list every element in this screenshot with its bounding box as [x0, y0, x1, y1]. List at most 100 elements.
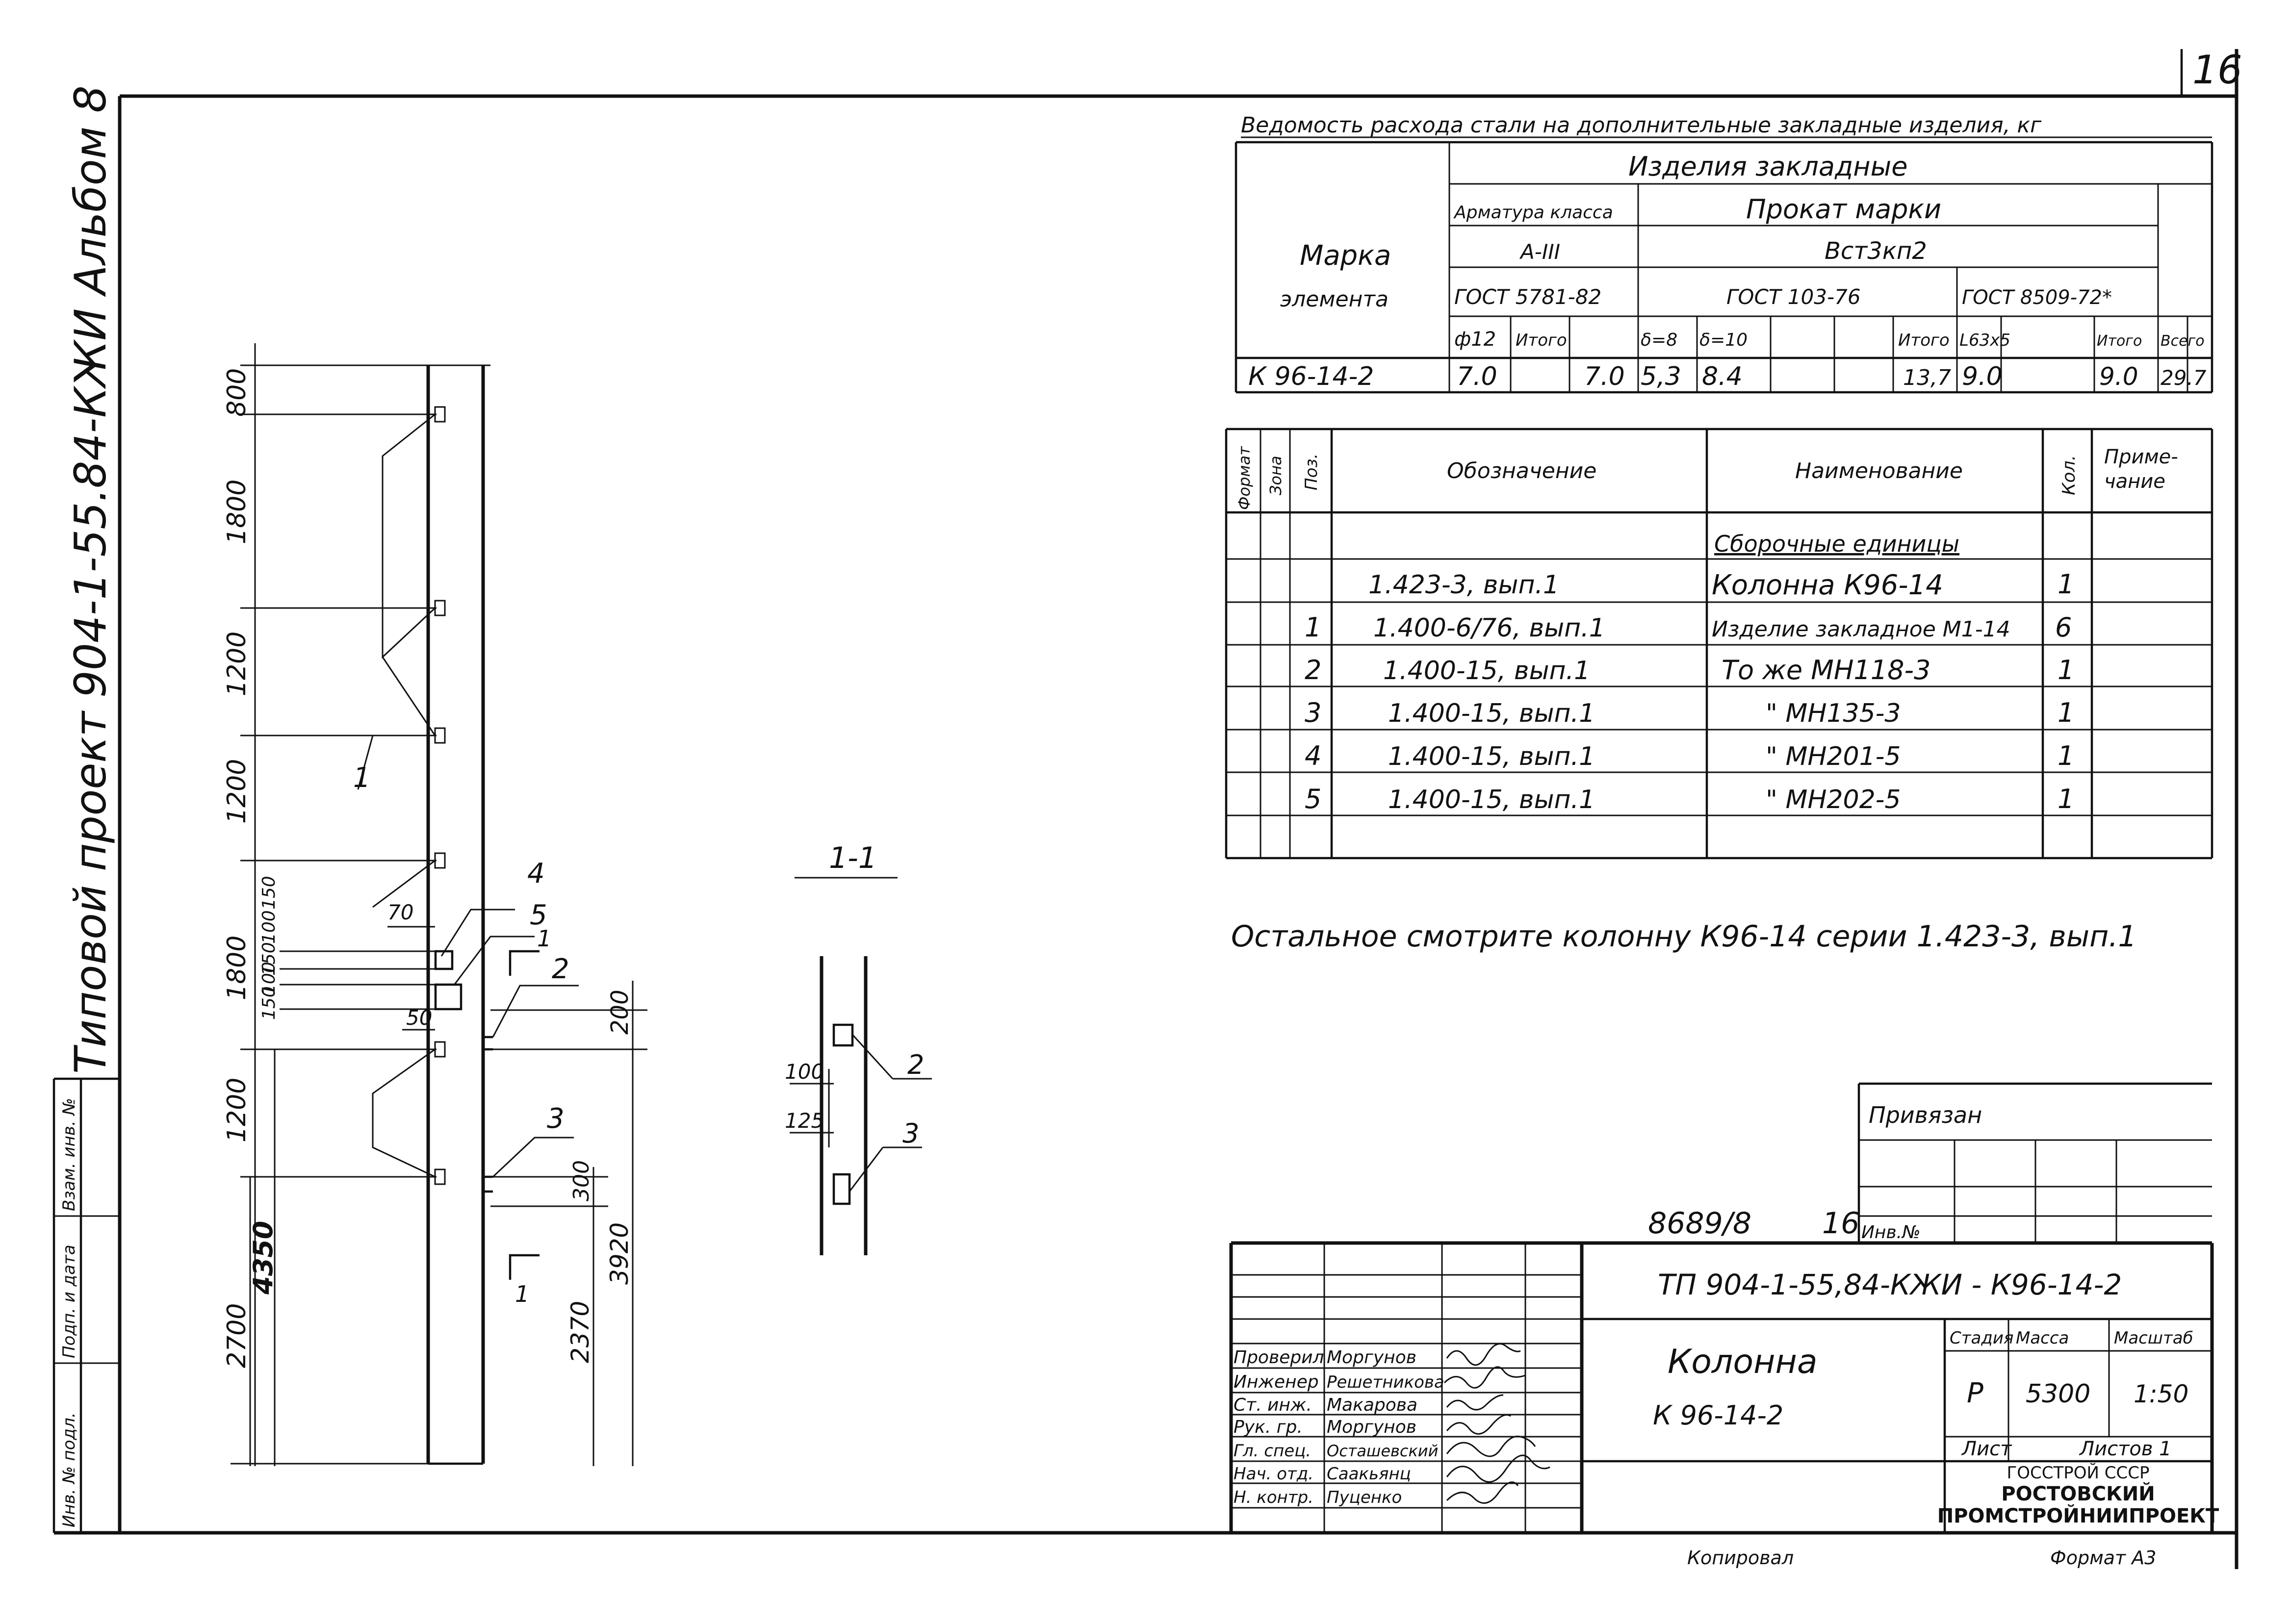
section-dim-100: 100 [785, 1060, 824, 1084]
h-note-2: чание [2104, 470, 2165, 493]
dim-1200-b: 1200 [222, 759, 252, 824]
privyazan-inv-label: Инв.№ [1861, 1222, 1921, 1243]
steel-table: Ведомость расхода стали на дополнительны… [1235, 113, 2213, 394]
doc-code: ТП 904-1-55,84-КЖИ - К96-14-2 [1658, 1268, 2122, 1301]
rebar-header: Арматура класса [1453, 203, 1613, 223]
side-stamp: Инв. № подл. Подп. и дата Взам. инв. № Т… [52, 85, 120, 1533]
section-dim-125: 125 [785, 1109, 824, 1133]
callout-5: 5 [530, 899, 547, 931]
privyazan-label: Привязан [1869, 1102, 1982, 1128]
row4-name: " МН201-5 [1766, 742, 1901, 771]
group-header: Изделия закладные [1628, 151, 1907, 182]
section-1-1: 1-1 2 3 100 125 [785, 841, 932, 1255]
row0-designation: 1.423-3, вып.1 [1368, 570, 1559, 600]
val-d8: 5,3 [1641, 362, 1681, 391]
h-format: Формат [1235, 446, 1254, 510]
title-block: Проверил Моргунов Инженер Решетникова Ст… [1229, 1241, 2219, 1533]
sig-name-1: Решетникова [1327, 1372, 1444, 1392]
rolled-grade: Вст3кп2 [1825, 237, 1927, 265]
dim-50: 50 [406, 1006, 432, 1030]
sig-role-6: Н. контр. [1234, 1488, 1313, 1507]
col-d12: ф12 [1454, 328, 1496, 351]
row4-pos: 4 [1305, 740, 1321, 771]
dim-1800-top: 1800 [222, 480, 252, 544]
col-d10: δ=10 [1699, 330, 1748, 350]
dim-70: 70 [387, 900, 413, 924]
row5-qty: 1 [2058, 784, 2074, 814]
row4-qty: 1 [2058, 740, 2074, 771]
sig-name-3: Моргунов [1327, 1417, 1416, 1437]
sign-col-label: Подп. и дата [59, 1244, 79, 1358]
steel-table-title: Ведомость расхода стали на дополнительны… [1241, 113, 2042, 138]
val-vsego: 29.7 [2161, 366, 2207, 390]
callout-4: 4 [527, 858, 545, 889]
rebar-gost: ГОСТ 5781-82 [1454, 285, 1601, 309]
sig-role-0: Проверил [1234, 1347, 1324, 1368]
section-mark-top: 1 [537, 925, 551, 952]
plate-mark [434, 950, 454, 970]
col-itogo-2: Итого [1898, 330, 1950, 350]
gost-8509: ГОСТ 8509-72* [1962, 286, 2112, 309]
gost-103: ГОСТ 103-76 [1726, 285, 1861, 309]
col-vsego: Всего [2161, 332, 2205, 350]
section-plate-2 [832, 1023, 854, 1047]
row-mark: К 96-14-2 [1248, 362, 1374, 391]
format-label: Формат А3 [2050, 1547, 2156, 1569]
row1-designation: 1.400-6/76, вып.1 [1373, 613, 1605, 643]
dim-1200-c: 1200 [222, 1078, 252, 1142]
dim-1800-bottom: 1800 [222, 936, 252, 1000]
col-d8: δ=8 [1641, 330, 1677, 350]
dim-800: 800 [222, 368, 252, 417]
dim-300: 300 [569, 1160, 594, 1201]
item-mark: К 96-14-2 [1653, 1400, 1783, 1431]
sig-role-1: Инженер [1234, 1372, 1319, 1392]
callout-2: 2 [552, 953, 569, 985]
row1-pos: 1 [1305, 612, 1321, 643]
stage-value: Р [1967, 1377, 1983, 1409]
sheet-label: Лист [1961, 1438, 2012, 1460]
section-mark-bottom: 1 [515, 1281, 529, 1307]
dim-100-b: 100 [259, 962, 279, 995]
row5-designation: 1.400-15, вып.1 [1388, 785, 1595, 814]
org-line-3: ПРОМСТРОЙНИИПРОЕКТ [1937, 1504, 2219, 1527]
section-callout-2: 2 [907, 1049, 924, 1080]
val-itogo2: 13,7 [1903, 365, 1951, 390]
sheet-number: 16 [2192, 47, 2242, 93]
section-callout-3: 3 [902, 1118, 919, 1149]
org-line-1: ГОССТРОЙ СССР [2007, 1463, 2150, 1483]
rebar-class: А-III [1519, 240, 1560, 264]
val-itogo3: 9.0 [2099, 362, 2138, 391]
col-itogo-1: Итого [1516, 330, 1567, 350]
row3-qty: 1 [2058, 697, 2074, 728]
row2-qty: 1 [2058, 655, 2074, 685]
section-assembly: Сборочные единицы [1714, 531, 1959, 557]
sig-role-3: Рук. гр. [1234, 1417, 1303, 1437]
val-itogo1: 7.0 [1584, 362, 1625, 391]
mark-header-1: Марка [1300, 240, 1391, 272]
dim-2700: 2700 [222, 1303, 252, 1368]
sheets-label: Листов 1 [2079, 1438, 2172, 1460]
dim-4350: 4350 [248, 1221, 279, 1295]
dim-150-b: 150 [259, 876, 279, 910]
mass-value: 5300 [2026, 1379, 2090, 1409]
mass-label: Масса [2016, 1328, 2069, 1348]
val-d12: 7.0 [1457, 362, 1497, 391]
col-itogo-3: Итого [2097, 332, 2142, 350]
h-zone: Зона [1266, 456, 1285, 495]
copied-by: Копировал [1687, 1547, 1794, 1569]
dim-150-a: 150 [259, 942, 279, 976]
row0-name: Колонна К96-14 [1712, 569, 1943, 601]
row1-qty: 6 [2055, 612, 2072, 643]
swap-col-label: Взам. инв. № [59, 1098, 79, 1211]
sig-name-5: Саакьянц [1327, 1464, 1411, 1484]
section-plate-3 [832, 1173, 851, 1205]
note-text: Остальное смотрите колонну К96-14 серии … [1231, 919, 2137, 954]
sig-role-2: Ст. инж. [1234, 1395, 1312, 1415]
inv-col-label: Инв. № подл. [59, 1412, 79, 1527]
row0-qty: 1 [2058, 569, 2074, 600]
h-pos: Поз. [1302, 454, 1321, 490]
col-angle: L63x5 [1959, 330, 2010, 350]
section-title: 1-1 [829, 841, 877, 875]
callout-3: 3 [547, 1103, 565, 1135]
